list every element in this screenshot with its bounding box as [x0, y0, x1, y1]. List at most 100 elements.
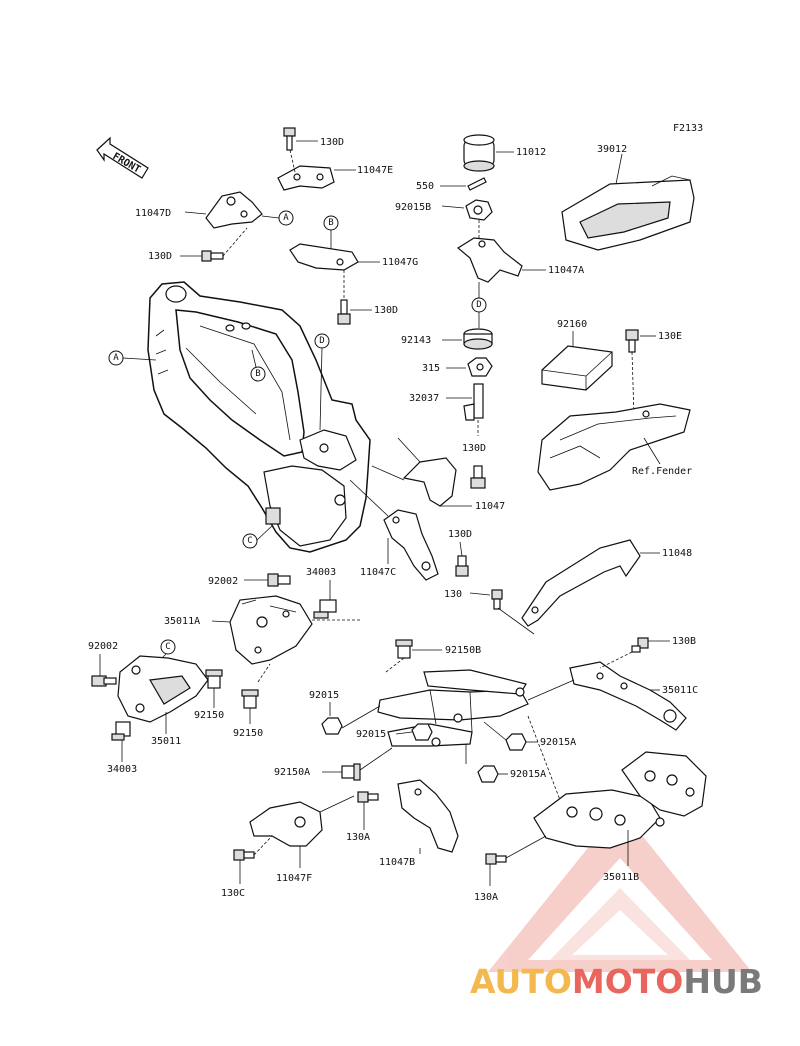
label-130d-c: 130D: [448, 529, 472, 540]
bracket-11047g-icon: [289, 243, 359, 271]
collar-92143-icon: [463, 328, 493, 350]
label-92015a-b: 92015A: [510, 769, 546, 780]
label-92015a-a: 92015A: [540, 737, 576, 748]
label-11047d: 11047D: [135, 208, 171, 219]
callout-b-frame: [250, 366, 266, 382]
bracket-35011-icon: [117, 655, 209, 723]
label-11048: 11048: [662, 548, 692, 559]
nut-92015b-icon: [465, 199, 493, 221]
label-35011a: 35011A: [164, 616, 200, 627]
callout-c-left-text: C: [165, 642, 170, 652]
label-92150-a: 92150: [194, 710, 224, 721]
label-92150: 92150: [233, 728, 263, 739]
label-35011b: 35011B: [603, 872, 639, 883]
nut-92015a-b-icon: [477, 765, 499, 783]
label-35011: 35011: [151, 736, 181, 747]
nut-92015-mid-icon: [411, 723, 433, 741]
bolt-130d-c-icon: [455, 555, 469, 577]
watermark-part-3: HUB: [683, 962, 763, 1001]
label-92002-a: 92002: [208, 576, 238, 587]
bolt-130d-top-icon: [283, 127, 296, 151]
bolt-130a-b-icon: [485, 853, 507, 865]
nut-92015a-a-icon: [505, 733, 527, 751]
stud-32037-icon: [463, 383, 484, 421]
watermark-logo: AUTOMOTOHUB: [470, 962, 763, 1001]
callout-b-frame-text: B: [255, 369, 260, 379]
bolt-130a-a-icon: [357, 791, 379, 803]
damper-92150-a-icon: [205, 669, 223, 689]
callout-d-center-text: D: [476, 300, 481, 310]
damper-92150b-icon: [395, 639, 413, 659]
arm-35011c-icon: [569, 661, 687, 731]
label-130d-low: 130D: [462, 443, 486, 454]
callout-a-top: [278, 210, 294, 226]
label-92150a: 92150A: [274, 767, 310, 778]
label-130d-left: 130D: [148, 251, 172, 262]
bolt-92002-b-icon: [91, 675, 117, 687]
bolt-130b-icon: [631, 637, 649, 653]
label-130b: 130B: [672, 636, 696, 647]
rear-frame-icon: [377, 669, 529, 747]
damper-92150a-icon: [341, 763, 361, 781]
watermark-part-2: MOTO: [571, 962, 684, 1001]
bracket-11047d-icon: [205, 191, 263, 229]
label-92143: 92143: [401, 335, 431, 346]
label-34003-b: 34003: [107, 764, 137, 775]
label-11012: 11012: [516, 147, 546, 158]
label-92150b: 92150B: [445, 645, 481, 656]
bracket-11047f-icon: [249, 801, 323, 847]
pin-550-icon: [467, 177, 487, 191]
bolt-92002-a-icon: [267, 573, 291, 587]
bolt-130d-left-icon: [201, 250, 224, 262]
bolt-130c-icon: [233, 849, 255, 861]
stay-11048-icon: [521, 539, 641, 627]
bracket-35011b-icon: [533, 751, 707, 849]
label-92002-b: 92002: [88, 641, 118, 652]
label-39012: 39012: [597, 144, 627, 155]
label-315: 315: [422, 363, 440, 374]
label-11047f: 11047F: [276, 873, 312, 884]
front-arrow-icon: FRONT: [96, 136, 149, 179]
bracket-11047c-icon: [383, 509, 439, 581]
bolt-130-icon: [491, 589, 503, 610]
label-92015-mid: 92015: [356, 729, 386, 740]
bracket-11047-icon: [402, 457, 457, 507]
bolt-130d-mid-icon: [337, 299, 351, 325]
nut-315-icon: [467, 357, 493, 377]
diagram-code: F2133: [673, 123, 703, 134]
pad-92160-icon: [541, 345, 613, 391]
callout-c-frame-text: C: [247, 536, 252, 546]
callout-c-left: [160, 639, 176, 655]
label-34003-a: 34003: [306, 567, 336, 578]
label-11047e: 11047E: [357, 165, 393, 176]
damper-92150-icon: [241, 689, 259, 709]
bolt-130d-low-icon: [470, 465, 486, 489]
pin-34003-b-icon: [111, 721, 131, 741]
watermark-triangle-icon: [488, 808, 752, 972]
label-11047c: 11047C: [360, 567, 396, 578]
label-11047b: 11047B: [379, 857, 415, 868]
callout-d-frame-text: D: [319, 336, 324, 346]
fender-ref-icon: [537, 403, 691, 491]
label-11047g: 11047G: [382, 257, 418, 268]
tray-39012-icon: [561, 175, 695, 251]
label-550: 550: [416, 181, 434, 192]
label-92160: 92160: [557, 319, 587, 330]
pin-34003-a-icon: [313, 599, 337, 619]
label-11047: 11047: [475, 501, 505, 512]
callout-c-frame: [242, 533, 258, 549]
cap-11012-icon: [463, 134, 495, 172]
bolt-130e-icon: [625, 329, 639, 353]
label-130c: 130C: [221, 888, 245, 899]
bracket-11047a-icon: [456, 237, 523, 283]
watermark-part-1: AUTO: [470, 962, 572, 1001]
main-frame-icon: [147, 281, 371, 553]
bracket-11047b-icon: [397, 779, 459, 853]
bracket-11047e-icon: [277, 165, 335, 191]
label-130: 130: [444, 589, 462, 600]
label-130d-top: 130D: [320, 137, 344, 148]
callout-a-frame-text: A: [113, 353, 119, 363]
label-92015b: 92015B: [395, 202, 431, 213]
bracket-35011a-icon: [229, 595, 313, 665]
